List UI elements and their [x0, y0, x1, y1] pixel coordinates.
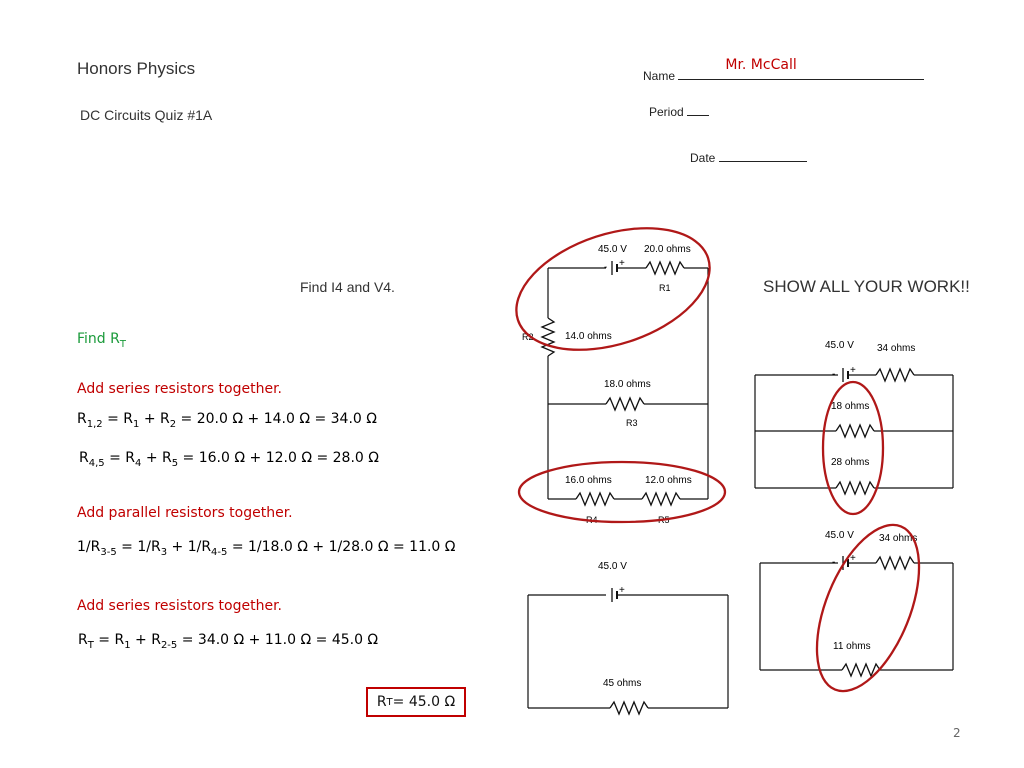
svg-text:-: - — [832, 557, 835, 568]
r3-label: R3 — [626, 418, 638, 428]
name-label: Name — [643, 69, 676, 83]
step1-battery-label: 45.0 V — [825, 340, 854, 351]
simplified-circuit: 45.0 V + 45 ohms — [527, 561, 729, 715]
step2-circuit: 45.0 V 34 ohms - + 11 ohms — [759, 530, 954, 677]
resistor-r3 — [605, 397, 645, 411]
step1-r-a-label: 18 ohms — [831, 401, 869, 412]
ellipse-r4-r5 — [517, 460, 727, 524]
svg-text:-: - — [604, 262, 607, 273]
annotation-ellipses — [515, 227, 921, 693]
r2-value: 14.0 ohms — [565, 331, 612, 342]
resistor-r1 — [645, 261, 685, 275]
equation-r45: R4,5 = R4 + R5 = 16.0 Ω + 12.0 Ω = 28.0 … — [79, 450, 379, 469]
name-value: Mr. McCall — [725, 57, 797, 73]
svg-text:+: + — [850, 365, 856, 376]
step2-par-label: 11 ohms — [833, 641, 871, 652]
name-field: Name Mr. McCall — [643, 57, 925, 83]
r3-value: 18.0 ohms — [604, 379, 651, 390]
step1-r-b-label: 28 ohms — [831, 457, 869, 468]
equation-r35: 1/R3-5 = 1/R3 + 1/R4-5 = 1/18.0 Ω + 1/28… — [77, 539, 456, 558]
step1-title: Add series resistors together. — [77, 381, 283, 397]
equation-rt: RT = R1 + R2-5 = 34.0 Ω + 11.0 Ω = 45.0 … — [78, 632, 379, 651]
date-field: Date — [690, 147, 807, 165]
main-circuit: 45.0 V - + 20.0 ohms R1 R2 14.0 ohms 18.… — [522, 244, 709, 525]
main-battery-label: 45.0 V — [598, 244, 627, 255]
question-prompt: Find I4 and V4. — [300, 279, 395, 295]
svg-text:-: - — [832, 369, 835, 380]
page-number: 2 — [953, 726, 961, 740]
simplified-load-label: 45 ohms — [603, 678, 641, 689]
r1-label: R1 — [659, 283, 671, 293]
r5-value: 12.0 ohms — [645, 475, 692, 486]
course-title: Honors Physics — [77, 59, 196, 78]
resistor-45-ohms — [609, 701, 649, 715]
step2-series-label: 34 ohms — [879, 533, 917, 544]
period-label: Period — [649, 105, 684, 119]
step2-title: Add parallel resistors together. — [77, 505, 293, 521]
svg-text:+: + — [619, 258, 625, 269]
svg-text:+: + — [619, 585, 625, 596]
period-field: Period — [649, 101, 710, 119]
step2-battery-label: 45.0 V — [825, 530, 854, 541]
r1-value: 20.0 ohms — [644, 244, 691, 255]
step1-circuit: 45.0 V 34 ohms - + 18 ohms 28 ohms — [754, 340, 954, 495]
equation-r12: R1,2 = R1 + R2 = 20.0 Ω + 14.0 Ω = 34.0 … — [77, 411, 377, 430]
resistor-r4 — [575, 492, 615, 506]
step3-title: Add series resistors together. — [77, 598, 283, 614]
resistor-r2 — [541, 317, 555, 357]
date-label: Date — [690, 151, 716, 165]
ellipse-parallel — [821, 380, 885, 516]
ellipse-series-combo — [815, 523, 921, 693]
find-rt-label: Find RT — [77, 331, 126, 350]
r4-value: 16.0 ohms — [565, 475, 612, 486]
simplified-battery-label: 45.0 V — [598, 561, 627, 572]
quiz-title: DC Circuits Quiz #1A — [80, 107, 213, 123]
r2-label: R2 — [522, 332, 534, 342]
step1-series-label: 34 ohms — [877, 343, 915, 354]
resistor-r5 — [641, 492, 681, 506]
ellipse-r1-r2 — [515, 227, 711, 351]
svg-text:+: + — [850, 553, 856, 564]
show-work-heading: SHOW ALL YOUR WORK!! — [763, 277, 970, 296]
